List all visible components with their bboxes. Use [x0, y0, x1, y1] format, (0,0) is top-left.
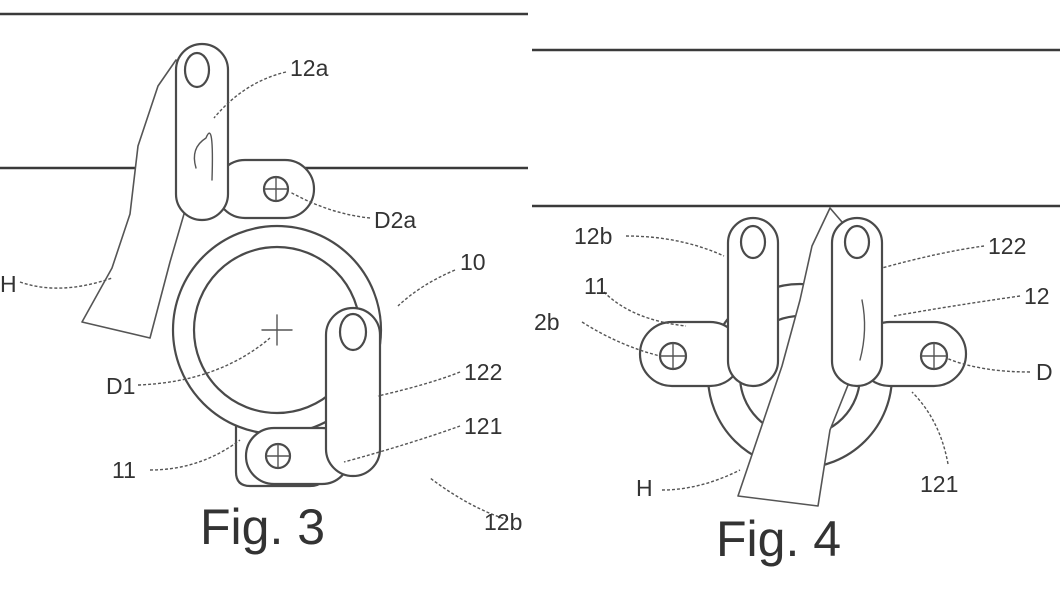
fig3-label-121: 121 [464, 413, 502, 439]
fig4-label-11: 11 [584, 273, 608, 299]
fig4-label-122: 122 [988, 233, 1026, 259]
fig3-handle-122 [324, 306, 382, 478]
fig3-label-d2a: D2a [374, 207, 416, 233]
fig3-label-12a: 12a [290, 55, 329, 81]
fig-4: 12b 11 2b 122 12 D 121 H Fig. 4 [532, 48, 1060, 567]
fig4-label-12b: 12b [574, 223, 612, 249]
fig4-label-d: D [1036, 359, 1053, 385]
fig3-caption: Fig. 3 [200, 499, 325, 555]
fig3-label-10: 10 [460, 249, 486, 275]
fig-3: 12a D2a 10 H D1 122 121 11 12b Fig. 3 [0, 12, 528, 555]
fig4-label-12: 12 [1024, 283, 1050, 309]
fig4-hinge-link-left [638, 320, 744, 388]
fig3-handle-12a [174, 42, 230, 222]
fig4-label-2b: 2b [534, 309, 560, 335]
fig3-handle-122-hole [338, 312, 368, 352]
fig4-handle-122-hole [843, 224, 871, 260]
fig4-caption: Fig. 4 [716, 511, 841, 567]
fig4-label-h: H [636, 475, 653, 501]
fig3-label-122: 122 [464, 359, 502, 385]
fig3-label-d1: D1 [106, 373, 135, 399]
fig4-handle-12b [726, 216, 780, 388]
fig3-label-h: H [0, 271, 17, 297]
fig3-label-12b: 12b [484, 509, 522, 535]
fig4-handle-12b-hole [739, 224, 767, 260]
fig3-label-11: 11 [112, 457, 136, 483]
fig4-label-121: 121 [920, 471, 958, 497]
fig3-handle-12a-hole [183, 51, 211, 89]
fig4-handle-122 [830, 216, 884, 388]
